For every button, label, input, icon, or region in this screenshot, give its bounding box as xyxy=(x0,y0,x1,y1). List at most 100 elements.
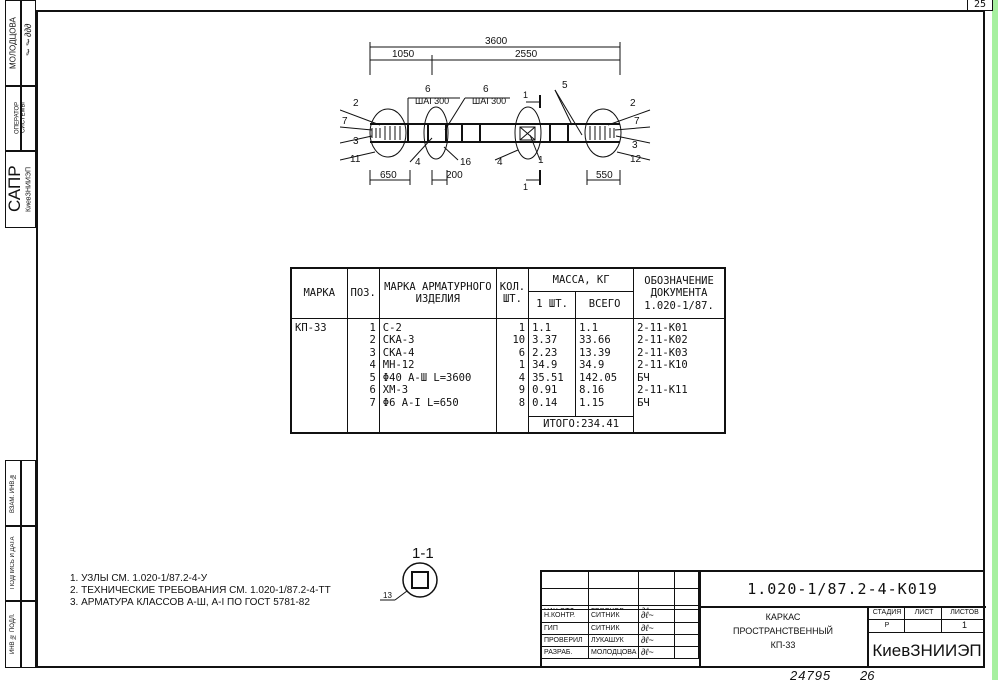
cell-total: 13.39 xyxy=(579,346,611,359)
dim-200: 200 xyxy=(446,170,463,181)
stage-header: СТАДИЯ xyxy=(868,607,905,620)
person-name: СИТНИК xyxy=(589,610,639,623)
operator-label: ОПЕРАТОР СИСТЕМЫ xyxy=(14,101,27,135)
cell-one: 35.51 xyxy=(532,371,564,384)
cell-marka: КП-33 xyxy=(290,318,347,416)
svg-text:5: 5 xyxy=(562,80,568,91)
role-label: РАЗРАБ. xyxy=(542,647,589,659)
section-mark: 1 xyxy=(523,182,528,192)
cell-one: 0.14 xyxy=(532,396,558,409)
svg-text:6: 6 xyxy=(425,84,431,95)
svg-text:6: 6 xyxy=(483,84,489,95)
role-label: НАЧ.ОТД. xyxy=(542,606,589,610)
developer-name: МОЛОДЦОВА xyxy=(8,17,18,69)
dim-total: 3600 xyxy=(485,36,508,47)
cell-doc: БЧ xyxy=(637,396,650,409)
signature: ∂ℓ~ xyxy=(639,647,675,659)
cell-one: 0.91 xyxy=(532,384,558,396)
signature: ∂ℓ~ xyxy=(639,610,675,623)
dim-550: 550 xyxy=(596,170,613,181)
role-label: Н.КОНТР. xyxy=(542,610,589,623)
cell-poz: 1 xyxy=(369,321,376,334)
developer-signature: ℓℓ∂∂∂ xyxy=(23,23,33,57)
cell-item: Φ40 А-Ш L=3600 xyxy=(382,371,472,384)
cell-total: 142.05 xyxy=(579,371,618,384)
blank-cell xyxy=(639,589,675,606)
cell-item: СКА-4 xyxy=(382,346,415,359)
cell-poz: 3 xyxy=(369,346,376,359)
blank-cell xyxy=(542,589,589,606)
blank-cell xyxy=(639,572,675,589)
role-label: ГИП xyxy=(542,623,589,635)
vzam-label: ВЗАМ. ИНВ.№ xyxy=(10,472,16,514)
header-izdelie: МАРКА АРМАТУРНОГО ИЗДЕЛИЯ xyxy=(378,267,497,319)
person-name: СИТНИК xyxy=(589,623,639,635)
note: 2. ТЕХНИЧЕСКИЕ ТРЕБОВАНИЯ СМ. 1.020-1/87… xyxy=(70,585,331,596)
cell-one: 3.37 xyxy=(532,334,558,346)
cell-poz: 2 xyxy=(369,334,376,346)
cell-item: СКА-3 xyxy=(382,334,415,346)
blank-cell xyxy=(542,572,589,589)
date-cell xyxy=(675,635,699,647)
section-view: 13 xyxy=(380,562,438,601)
blank-cell xyxy=(589,589,639,606)
header-poz: ПОЗ. xyxy=(346,267,380,319)
date-cell xyxy=(675,606,699,610)
signature: ∂ℓ~ xyxy=(639,606,675,610)
inventory-number: 24795 xyxy=(790,668,832,683)
svg-text:7: 7 xyxy=(342,116,348,127)
svg-text:3: 3 xyxy=(353,136,359,147)
svg-text:1: 1 xyxy=(538,155,544,166)
step-label: ШАГ300 xyxy=(472,96,506,106)
svg-text:12: 12 xyxy=(630,154,642,165)
cell-doc: 2-11-К03 xyxy=(637,346,688,359)
blank-cell xyxy=(675,572,699,589)
cell-doc: 2-11-К11 xyxy=(637,384,688,396)
signature: ∂ℓ~ xyxy=(639,623,675,635)
specification-table: МАРКА ПОЗ. МАРКА АРМАТУРНОГО ИЗДЕЛИЯ КОЛ… xyxy=(290,267,726,434)
svg-text:3: 3 xyxy=(632,140,638,151)
header-one: 1 ШТ. xyxy=(528,290,577,319)
svg-text:2: 2 xyxy=(353,98,359,109)
step-label: ШАГ300 xyxy=(415,96,449,106)
podpis-label: ПОДПИСЬ И ДАТА xyxy=(10,536,16,590)
svg-text:11: 11 xyxy=(350,154,361,165)
header-kol: КОЛ. ШТ. xyxy=(495,267,530,319)
person-name: ГОРОХОВ xyxy=(589,606,639,610)
cell-qty: 1 xyxy=(518,321,526,334)
blank-cell xyxy=(675,589,699,606)
role-label: ПРОВЕРИЛ xyxy=(542,635,589,647)
header-massa: МАССА, КГ xyxy=(528,267,635,292)
cell-doc: БЧ xyxy=(637,371,650,384)
svg-text:4: 4 xyxy=(497,157,503,168)
organization: КиевЗНИИЭП xyxy=(872,641,982,660)
cell-poz: 4 xyxy=(369,359,376,371)
footer-number: 26 xyxy=(860,668,875,683)
document-code: 1.020-1/87.2-4-К019 xyxy=(747,580,938,598)
sheet-header: ЛИСТ xyxy=(905,607,942,620)
cell-qty: 4 xyxy=(518,371,526,384)
cell-total: 8.16 xyxy=(579,384,605,396)
cell-doc: 2-11-К01 xyxy=(637,321,688,334)
svg-text:4: 4 xyxy=(415,157,421,168)
blank-cell xyxy=(589,572,639,589)
cell-total: 1.1 xyxy=(579,321,599,334)
cell-doc: 2-11-К10 xyxy=(637,359,688,371)
cell-qty: 10 xyxy=(512,334,526,346)
cell-qty: 6 xyxy=(518,346,526,359)
sheet-value xyxy=(905,620,942,633)
svg-text:7: 7 xyxy=(634,116,640,127)
dim-right: 2550 xyxy=(515,49,538,60)
cell-poz: 6 xyxy=(369,384,376,396)
cell-total: 34.9 xyxy=(579,359,605,371)
sheets-header: ЛИСТОВ xyxy=(942,607,985,620)
note: 1. УЗЛЫ СМ. 1.020-1/87.2-4-У xyxy=(70,573,208,584)
